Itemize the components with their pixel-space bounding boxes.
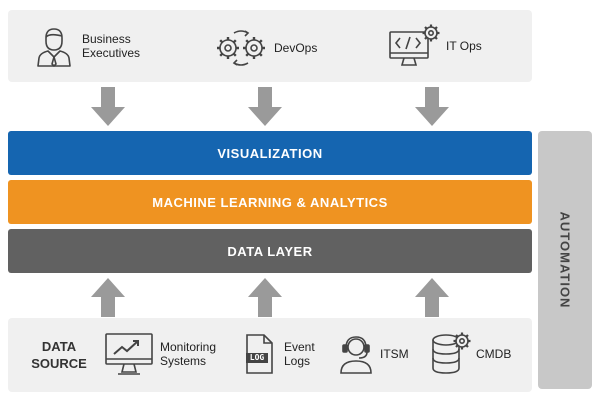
audience-label: DevOps bbox=[274, 41, 318, 55]
up-arrow-icon bbox=[414, 277, 450, 317]
data-source-title: DATA SOURCE bbox=[31, 339, 87, 371]
database-gear-icon bbox=[430, 332, 472, 376]
source-label: Event Logs bbox=[284, 340, 315, 368]
audience-devops: DevOps bbox=[214, 30, 317, 66]
source-cmdb: CMDB bbox=[430, 332, 511, 376]
monitoring-screen-icon bbox=[104, 332, 156, 376]
audience-panel bbox=[8, 10, 532, 82]
log-file-icon: LOG bbox=[244, 333, 274, 375]
source-label: ITSM bbox=[380, 347, 409, 361]
up-arrow-icon bbox=[90, 277, 126, 317]
audience-business-executives: Business Executives bbox=[34, 24, 140, 68]
automation-bar: AUTOMATION bbox=[538, 131, 592, 389]
down-arrow-icon bbox=[90, 87, 126, 127]
source-monitoring-systems: Monitoring Systems bbox=[104, 332, 216, 376]
source-itsm: ITSM bbox=[338, 334, 409, 374]
code-monitor-gear-icon bbox=[388, 24, 442, 68]
source-label: Monitoring Systems bbox=[160, 340, 217, 368]
source-label: CMDB bbox=[476, 347, 512, 361]
audience-label: Business Executives bbox=[82, 32, 141, 60]
visualization-layer: VISUALIZATION bbox=[8, 131, 532, 175]
audience-it-ops: IT Ops bbox=[388, 24, 482, 68]
automation-label: AUTOMATION bbox=[557, 211, 573, 309]
support-agent-icon bbox=[338, 334, 374, 374]
business-executive-icon bbox=[34, 24, 74, 68]
data-layer: DATA LAYER bbox=[8, 229, 532, 273]
down-arrow-icon bbox=[414, 87, 450, 127]
machine-learning-analytics-layer: MACHINE LEARNING & ANALYTICS bbox=[8, 180, 532, 224]
log-icon-text: LOG bbox=[249, 353, 265, 362]
down-arrow-icon bbox=[247, 87, 283, 127]
gears-cycle-icon bbox=[214, 30, 270, 66]
source-event-logs: LOG Event Logs bbox=[244, 333, 315, 375]
up-arrow-icon bbox=[247, 277, 283, 317]
audience-label: IT Ops bbox=[446, 39, 482, 53]
data-source-panel bbox=[8, 318, 532, 392]
